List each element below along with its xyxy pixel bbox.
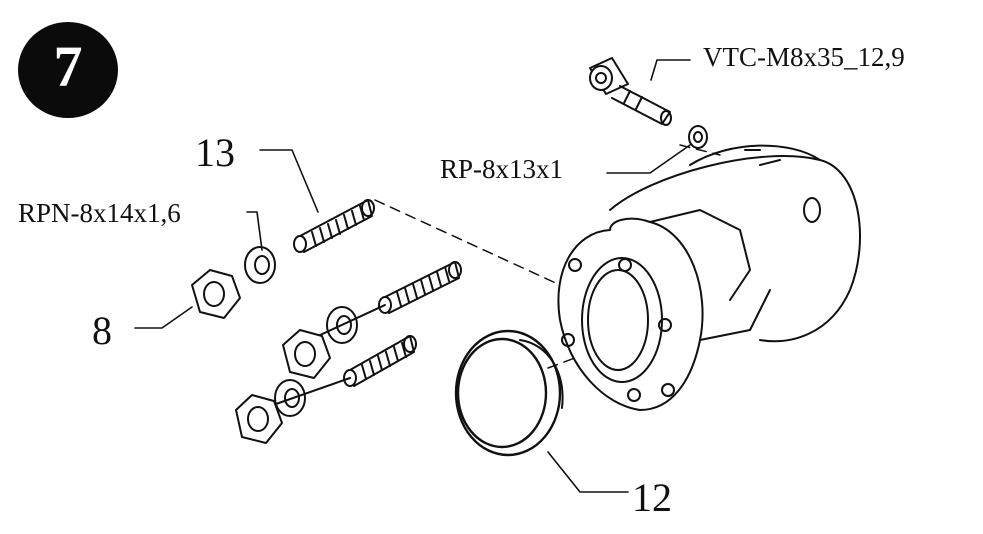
hub-body [557, 144, 861, 411]
label-ring: 12 [632, 475, 672, 520]
bearing-ring [454, 329, 564, 457]
washers [244, 246, 358, 417]
label-small-washer: RP-8x13x1 [440, 154, 564, 184]
step-number: 7 [53, 34, 83, 99]
stud-lower [275, 304, 417, 405]
stud-upper [293, 199, 375, 253]
label-washer: RPN-8x14x1,6 [18, 198, 181, 228]
label-screw: VTC-M8x35_12,9 [703, 42, 905, 72]
label-stud: 13 [195, 130, 235, 175]
label-nut: 8 [92, 308, 112, 353]
socket-screw [589, 57, 672, 126]
small-washer [688, 125, 708, 149]
step-badge: 7 [18, 22, 118, 118]
stud-middle [378, 261, 462, 314]
hex-nuts [191, 269, 331, 444]
leader-lines [134, 59, 691, 493]
